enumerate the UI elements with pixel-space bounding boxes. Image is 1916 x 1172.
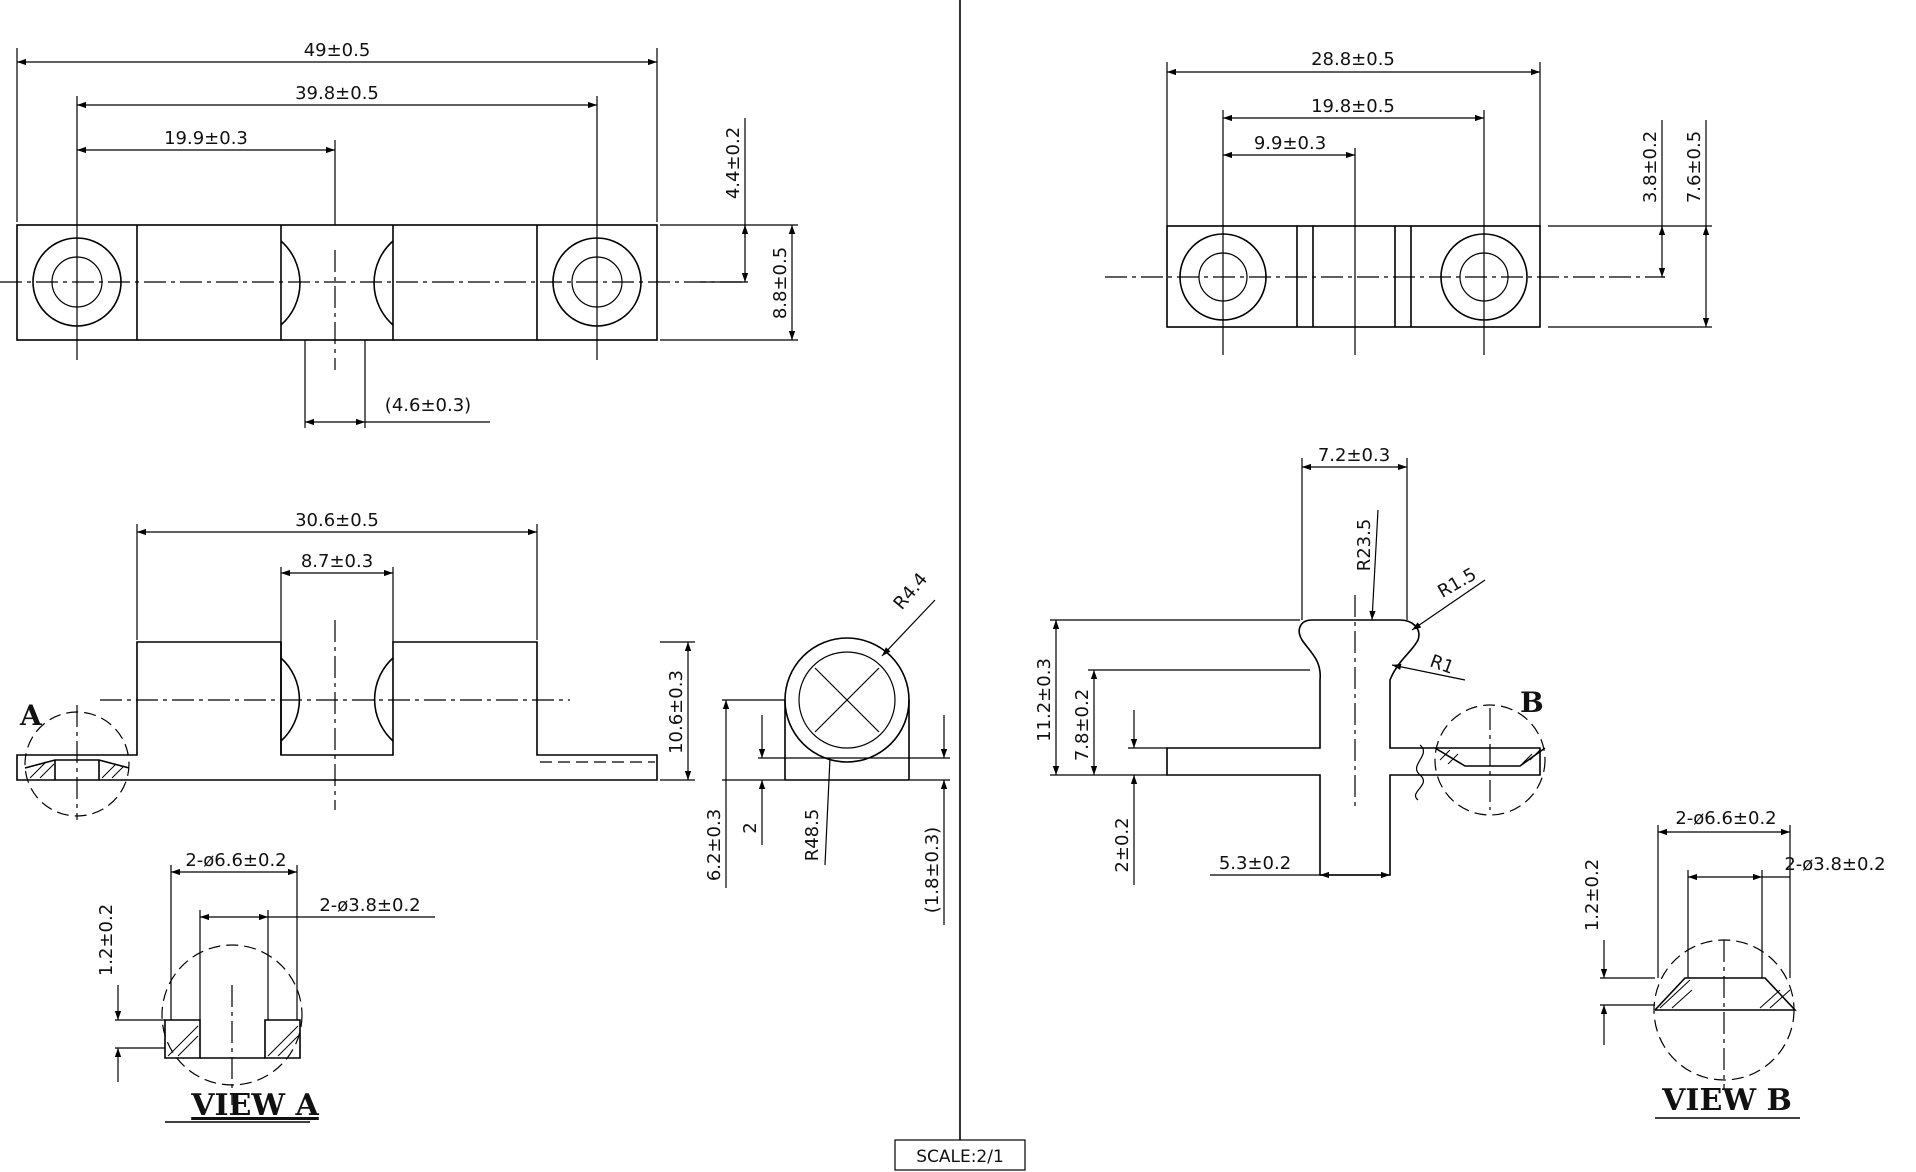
view-b-depth: 1.2±0.2 [1582,859,1603,931]
scale-box: SCALE:2/1 [894,1139,1026,1171]
right-hole-pitch-dim: 19.8±0.5 [1311,96,1395,117]
half-pitch-dim: 19.9±0.3 [164,128,248,149]
view-a-detail: 2-ø6.6±0.2 2-ø3.8±0.2 1.2±0.2 VIEW A [96,850,435,1123]
neck-width-dim: 5.3±0.2 [1219,853,1291,874]
right-width-half-dim: 3.8±0.2 [1640,131,1661,203]
detail-b-label: B [1520,686,1544,719]
left-top-view: 49±0.5 39.8±0.5 19.9±0.3 (4.6±0.3) 4.4±0… [0,40,798,428]
radius-large-dim: R23.5 [1354,519,1375,572]
radius-bottom-dim: R48.5 [802,809,823,862]
body-length-dim: 30.6±0.5 [295,510,379,531]
side-height-dim: 6.2±0.3 [704,809,725,881]
radius-fillet-dim: R1.5 [1434,564,1480,603]
center-gap-dim: 8.7±0.3 [301,551,373,572]
view-a-depth: 1.2±0.2 [96,904,117,976]
right-overall-length-dim: 28.8±0.5 [1311,49,1395,70]
slot-width-dim: (4.6±0.3) [385,395,471,416]
side-base-dim: (1.8±0.3) [922,827,943,913]
view-b-title: VIEW B [1661,1083,1792,1118]
view-a-outer-dia: 2-ø6.6±0.2 [185,850,286,871]
plate-dim: 2±0.2 [1112,817,1133,872]
radius-small-dim: R1 [1427,651,1457,679]
right-half-pitch-dim: 9.9±0.3 [1254,133,1326,154]
width-half-dim: 4.4±0.2 [723,127,744,199]
stem-width-dim: 7.2±0.3 [1318,445,1390,466]
radius-top-dim: R4.4 [890,569,933,614]
hole-pitch-dim: 39.8±0.5 [295,83,379,104]
left-side-view: R4.4 R48.5 6.2±0.3 2 (1.8±0.3) [704,569,950,925]
right-top-view: 28.8±0.5 19.8±0.5 9.9±0.3 3.8±0.2 7.6±0.… [1105,49,1712,355]
side-step-dim: 2 [740,822,761,833]
detail-a-label: A [19,699,43,732]
overall-length-dim: 49±0.5 [304,40,371,61]
right-front-view: 7.2±0.3 B R23.5 R1.5 R1 11.2±0.3 7.8±0.2 [1034,445,1546,885]
view-b-outer-dia: 2-ø6.6±0.2 [1675,808,1776,829]
right-width-dim: 7.6±0.5 [1684,131,1705,203]
shoulder-height-dim: 7.8±0.2 [1072,689,1093,761]
view-b-detail: 2-ø6.6±0.2 2-ø3.8±0.2 1.2±0.2 VIEW B [1582,808,1886,1119]
view-a-title: VIEW A [190,1088,319,1123]
view-a-inner-dia: 2-ø3.8±0.2 [319,895,420,916]
front-height-dim: 10.6±0.3 [666,670,687,754]
scale-label: SCALE:2/1 [916,1147,1004,1167]
view-b-inner-dia: 2-ø3.8±0.2 [1784,854,1885,875]
left-front-view: 30.6±0.5 8.7±0.3 A 10.6±0.3 [16,510,695,820]
width-dim: 8.8±0.5 [770,247,791,319]
total-height-dim: 11.2±0.3 [1034,658,1055,742]
